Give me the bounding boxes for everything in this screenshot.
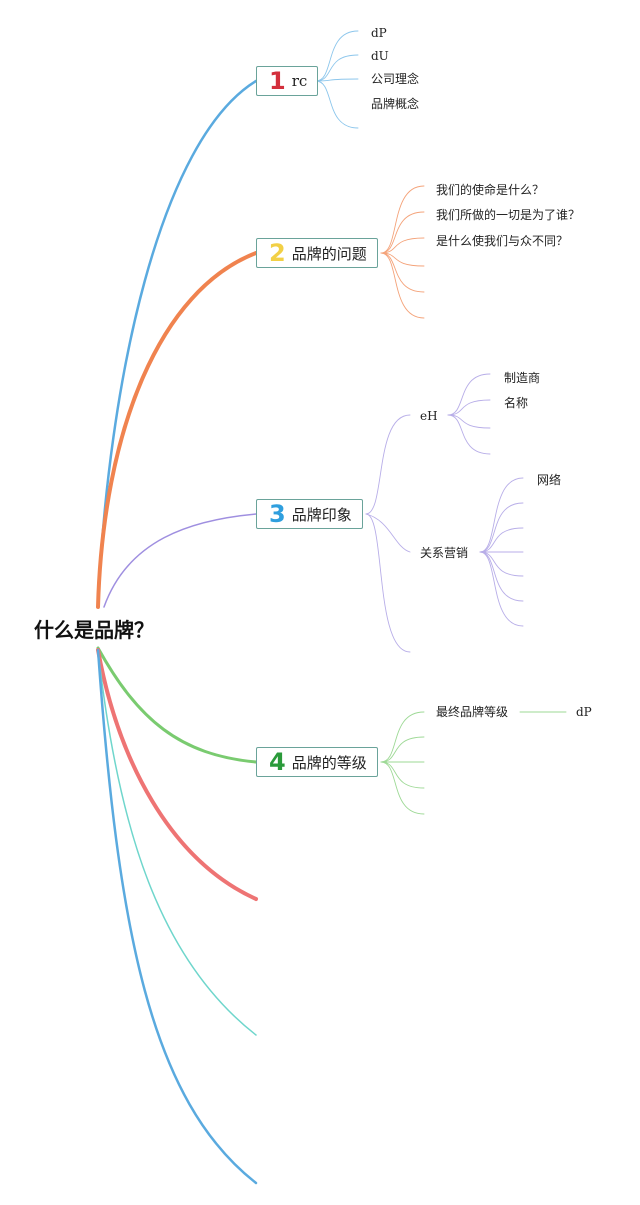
- branch-3-sub-1[interactable]: eH: [420, 409, 438, 423]
- branch-1-child-2[interactable]: dU: [371, 49, 389, 63]
- branch-1-link-3: [315, 78, 359, 82]
- branch-4-link-5: [380, 761, 425, 815]
- main-branch-6: [97, 649, 257, 1036]
- branch-3-sub-1-link-3: [447, 414, 491, 429]
- main-branch-1: [96, 79, 258, 609]
- main-branch-5: [96, 648, 258, 901]
- branch-1-child-1[interactable]: dP: [371, 26, 387, 40]
- branch-3-sub-2-link-7: [479, 551, 524, 627]
- branch-3-node[interactable]: 3 品牌印象: [256, 499, 363, 529]
- branch-4-sub-1-child-1[interactable]: dP: [576, 705, 592, 719]
- branch-3-sub-1-link-1: [447, 373, 491, 416]
- main-branch-4: [96, 646, 258, 764]
- branch-1-link-2: [315, 54, 359, 82]
- branch-2-link-1: [380, 185, 425, 254]
- branch-3-sub-1-child-1[interactable]: 制造商: [504, 371, 541, 385]
- branch-1-node[interactable]: 1 rc: [256, 66, 319, 96]
- branch-2-child-3[interactable]: 是什么使我们与众不同？: [436, 234, 569, 248]
- branch-4-link-2: [380, 736, 425, 763]
- branch-3-title: 品牌印象: [291, 505, 352, 524]
- branch-2-node[interactable]: 2 品牌的问题: [256, 238, 378, 268]
- branch-1-child-4[interactable]: 品牌概念: [371, 97, 420, 111]
- branch-2-number: 2: [269, 239, 286, 267]
- branch-3-link-3: [365, 513, 411, 553]
- branch-3-link-2: [365, 513, 411, 653]
- branch-1-link-4: [315, 80, 359, 129]
- main-branch-2: [96, 251, 258, 609]
- branch-4-sub-1[interactable]: 最终品牌等级: [436, 705, 509, 719]
- branch-4-title: 品牌的等级: [291, 753, 367, 772]
- branch-2-link-3: [380, 237, 425, 254]
- main-branch-3: [103, 513, 257, 608]
- branch-1-title: rc: [291, 72, 308, 90]
- branch-2-child-2[interactable]: 我们所做的一切是为了谁？: [436, 208, 581, 222]
- branch-3-sub-1-link-2: [447, 399, 491, 416]
- branch-2-link-5: [380, 252, 425, 293]
- branch-3-number: 3: [269, 500, 286, 528]
- main-branch-7: [96, 648, 258, 1185]
- branch-1-child-3[interactable]: 公司理念: [371, 72, 420, 86]
- branch-2-link-4: [380, 252, 425, 267]
- branch-1-number: 1: [269, 67, 286, 95]
- branch-4-node[interactable]: 4 品牌的等级: [256, 747, 378, 777]
- branch-3-sub-2-child-1[interactable]: 网络: [537, 473, 562, 487]
- branch-4-link-1: [380, 711, 425, 763]
- branch-4-link-4: [380, 761, 425, 789]
- branch-3-sub-2-link-6: [479, 551, 524, 602]
- branch-3-link-1: [365, 414, 411, 515]
- branch-1-link-1: [315, 30, 359, 82]
- branch-3-sub-1-link-4: [447, 414, 491, 455]
- root-topic[interactable]: 什么是品牌？: [34, 618, 154, 642]
- branch-3-sub-2-link-2: [479, 502, 524, 553]
- branch-2-child-1[interactable]: 我们的使命是什么？: [436, 183, 545, 197]
- branch-3-sub-2-link-1: [479, 477, 524, 553]
- branch-3-sub-2[interactable]: 关系营销: [420, 546, 469, 560]
- branch-3-sub-1-child-2[interactable]: 名称: [504, 396, 529, 410]
- branch-4-number: 4: [269, 748, 286, 776]
- branch-3-sub-2-link-3: [479, 527, 524, 553]
- branch-2-title: 品牌的问题: [291, 244, 367, 263]
- branch-2-link-6: [380, 252, 425, 319]
- branch-2-link-2: [380, 211, 425, 254]
